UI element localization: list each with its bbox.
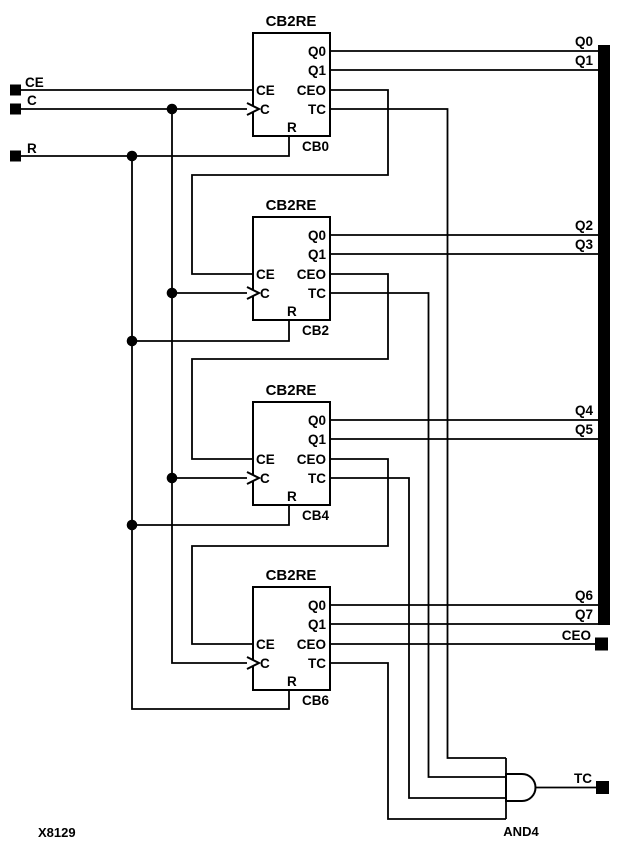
pin-label-ceo: CEO — [297, 452, 326, 467]
pin-label-r: R — [287, 120, 297, 135]
block-cb2-body — [252, 216, 331, 321]
block-cb4: CB2RE Q0 Q1 CE CEO C TC R CB4 — [246, 382, 331, 523]
bus-label-q2: Q2 — [575, 218, 593, 233]
q-output-bus-bar — [598, 45, 610, 625]
tc-output-terminal — [596, 781, 609, 794]
pin-label-q1: Q1 — [308, 63, 327, 78]
ce-input-label: CE — [25, 75, 44, 90]
wire-r-branch-b3 — [132, 505, 290, 526]
block-cb2: CB2RE Q0 Q1 CE CEO C TC R CB2 — [246, 197, 331, 338]
pin-label-q0: Q0 — [308, 228, 326, 243]
junction-dots — [126, 103, 178, 531]
pin-label-ceo: CEO — [297, 267, 326, 282]
wire-ceo1-to-ce2 — [191, 89, 389, 275]
block-cb0: CB2RE Q0 Q1 CE CEO C TC R CB0 — [246, 13, 331, 154]
clock-chevron-icon — [246, 656, 262, 670]
block-cb2-instance: CB2 — [302, 323, 329, 338]
clock-chevron-icon — [246, 471, 262, 485]
wire-tc3-to-and4 — [330, 477, 506, 799]
c-input-terminal — [10, 103, 21, 115]
pin-label-q1: Q1 — [308, 247, 327, 262]
junction-c-b3 — [166, 472, 178, 484]
junction-r-b2 — [126, 335, 138, 347]
ceo-output-terminal — [595, 637, 608, 651]
c-input-label: C — [27, 93, 37, 108]
wire-r-input — [21, 136, 290, 157]
wire-ceo2-to-ce3 — [191, 273, 389, 460]
wire-tc4-to-and4 — [330, 662, 506, 820]
pin-label-q0: Q0 — [308, 413, 326, 428]
r-input-label: R — [27, 141, 37, 156]
pin-label-c: C — [260, 286, 270, 301]
wire-r-trunk — [131, 156, 290, 710]
block-cb4-type: CB2RE — [266, 382, 317, 399]
block-cb0-instance: CB0 — [302, 139, 329, 154]
bus-label-q0: Q0 — [575, 34, 593, 49]
wire-group — [21, 50, 598, 820]
block-cb4-instance: CB4 — [302, 508, 329, 523]
junction-r-b1 — [126, 150, 138, 162]
block-cb6-instance: CB6 — [302, 693, 329, 708]
wire-r-branch-b2 — [132, 320, 290, 342]
junction-r-b3 — [126, 519, 138, 531]
and4-gate-label: AND4 — [503, 824, 539, 839]
bus-label-q6: Q6 — [575, 588, 594, 603]
and-gate-icon — [505, 773, 537, 802]
block-cb2-type: CB2RE — [266, 197, 317, 214]
bus-label-q5: Q5 — [575, 422, 594, 437]
pin-label-r: R — [287, 304, 297, 319]
pin-label-r: R — [287, 674, 297, 689]
net-labels: CE C R Q0 Q1 Q2 Q3 Q4 Q5 Q6 Q7 CEO TC — [25, 34, 593, 786]
pin-label-c: C — [260, 471, 270, 486]
clock-chevron-icon — [246, 102, 262, 116]
r-input-terminal — [10, 150, 21, 162]
pin-label-tc: TC — [308, 102, 326, 117]
pin-label-ce: CE — [256, 267, 275, 282]
pin-label-ce: CE — [256, 452, 275, 467]
and4-gate: AND4 — [503, 758, 597, 839]
pin-label-ce: CE — [256, 637, 275, 652]
pin-label-c: C — [260, 102, 270, 117]
ceo-output-label: CEO — [562, 628, 591, 643]
pin-label-r: R — [287, 489, 297, 504]
pin-label-q1: Q1 — [308, 432, 327, 447]
wire-tc2-to-and4 — [330, 292, 506, 778]
block-cb6: CB2RE Q0 Q1 CE CEO C TC R CB6 — [246, 567, 331, 708]
pin-label-c: C — [260, 656, 270, 671]
pin-label-ceo: CEO — [297, 637, 326, 652]
pin-label-q0: Q0 — [308, 44, 326, 59]
tc-output-label: TC — [574, 771, 592, 786]
pin-label-ce: CE — [256, 83, 275, 98]
clock-chevron-icon — [246, 286, 262, 300]
block-cb6-type: CB2RE — [266, 567, 317, 584]
wire-c-trunk — [171, 109, 253, 664]
pin-label-q1: Q1 — [308, 617, 327, 632]
block-cb6-body — [252, 586, 331, 691]
io-terminals — [10, 84, 609, 794]
bus-label-q4: Q4 — [575, 403, 594, 418]
pin-label-ceo: CEO — [297, 83, 326, 98]
junction-c-b2 — [166, 287, 178, 299]
pin-label-tc: TC — [308, 471, 326, 486]
bus-label-q7: Q7 — [575, 607, 593, 622]
pin-label-q0: Q0 — [308, 598, 326, 613]
ce-input-terminal — [10, 84, 21, 96]
block-cb0-body — [252, 32, 331, 137]
junction-c-b1 — [166, 103, 178, 115]
pin-label-tc: TC — [308, 286, 326, 301]
block-cb4-body — [252, 401, 331, 506]
pin-label-tc: TC — [308, 656, 326, 671]
bus-label-q3: Q3 — [575, 237, 594, 252]
figure-id-label: X8129 — [38, 825, 76, 840]
block-cb0-type: CB2RE — [266, 13, 317, 30]
wire-tc1-to-and4 — [330, 108, 506, 759]
bus-label-q1: Q1 — [575, 53, 594, 68]
wire-ceo3-to-ce4 — [191, 458, 389, 645]
